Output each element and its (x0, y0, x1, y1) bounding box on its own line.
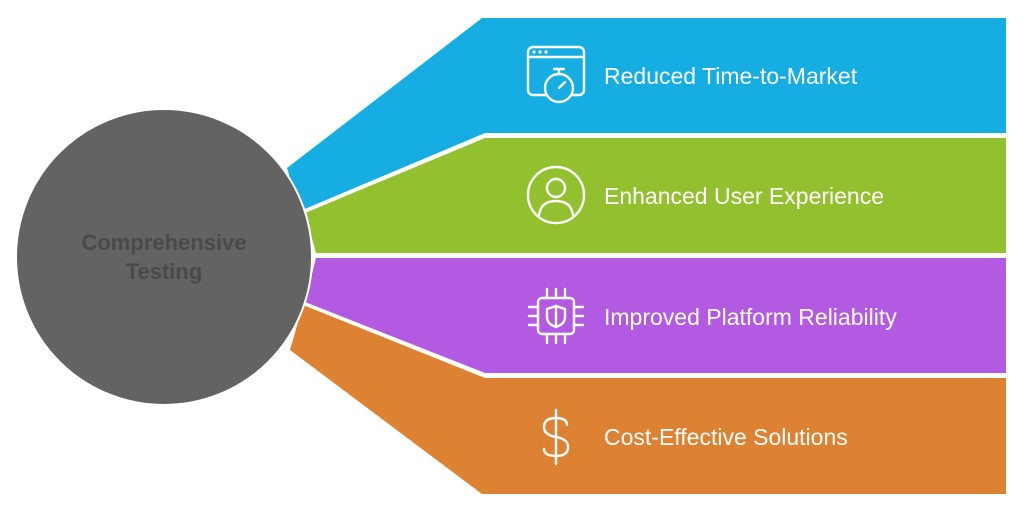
benefit-band-reduced-time-to-market: Reduced Time-to-Market (287, 18, 1006, 211)
band-shape (305, 138, 1006, 253)
center-node: Comprehensive Testing (15, 108, 313, 406)
center-label-line1: Comprehensive (81, 230, 246, 255)
benefit-band-improved-platform-reliability: Improved Platform Reliability (305, 258, 1006, 373)
benefit-band-enhanced-user-experience: Enhanced User Experience (305, 138, 1006, 253)
benefit-label: Improved Platform Reliability (604, 304, 897, 330)
center-label-line2: Testing (126, 259, 203, 284)
benefit-label: Reduced Time-to-Market (604, 63, 858, 89)
center-circle (15, 108, 313, 406)
benefit-label: Enhanced User Experience (604, 183, 884, 209)
dollar-icon (542, 408, 570, 466)
benefit-label: Cost-Effective Solutions (604, 424, 848, 450)
user-icon (526, 165, 586, 225)
band-shape (287, 18, 1006, 211)
shield-chip-icon (527, 287, 585, 345)
band-shape (290, 305, 1006, 494)
stopwatch-browser-icon (526, 45, 586, 104)
band-shape (305, 258, 1006, 373)
benefit-band-cost-effective-solutions: Cost-Effective Solutions (290, 305, 1006, 494)
